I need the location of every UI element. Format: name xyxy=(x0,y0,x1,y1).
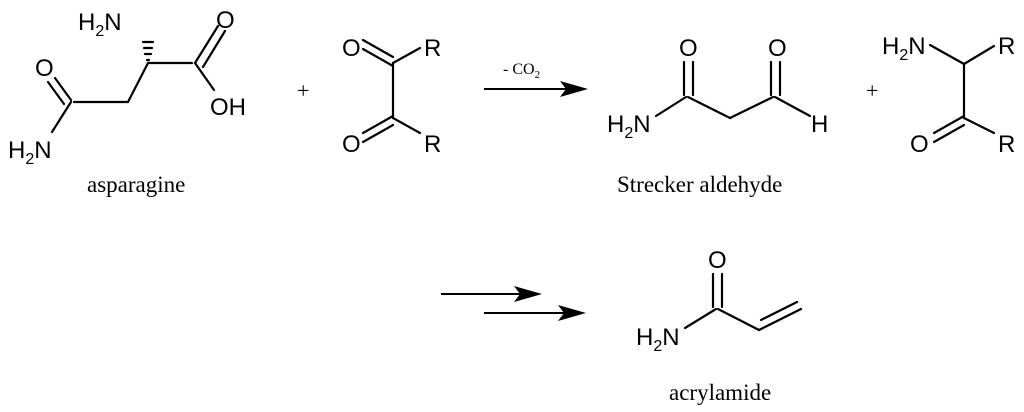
acrylamide-vinyl-bond-1 xyxy=(757,307,803,332)
aminoketone-co-1 xyxy=(932,114,966,135)
strecker-bond-c-h xyxy=(773,95,812,118)
dicarbonyl-oxygen-bottom: O xyxy=(342,131,361,158)
acrylamide-bond-c-ch xyxy=(716,307,761,332)
dicarbonyl-co-top-1 xyxy=(361,47,395,68)
asparagine-hydroxyl-label: OH xyxy=(210,94,246,121)
asparagine-carbonyl-bond-1 xyxy=(193,24,220,65)
multi-step-arrowhead-upper xyxy=(514,286,542,302)
strecker-bond-c-ch2 xyxy=(686,95,732,120)
asparagine-amide-amine-label: H2N xyxy=(8,137,52,168)
dicarbonyl-co-bottom-1 xyxy=(361,114,395,135)
asparagine-bond-c-n xyxy=(50,100,73,134)
dicarbonyl-r-bottom: R xyxy=(424,131,441,158)
plus-sign-1: + xyxy=(297,78,309,103)
aminoketone-amine-label: H2N xyxy=(882,33,926,64)
aminoketone-r-top: R xyxy=(998,33,1015,60)
dicarbonyl-c-r-bottom xyxy=(391,116,422,135)
aminoketone-bond-c-r-top xyxy=(962,44,996,66)
asparagine-hashed-wedge xyxy=(141,40,155,62)
reaction-arrow xyxy=(484,81,588,97)
asparagine-acid-oxygen: O xyxy=(216,7,235,34)
asparagine-carbonyl-bond-2 xyxy=(201,29,227,69)
aminoketone-bond-n-c xyxy=(928,43,966,66)
asparagine-alpha-amine-label: H2N xyxy=(78,9,122,40)
asparagine-name-label: asparagine xyxy=(87,172,185,197)
asparagine-structure: H2N O OH O H2N xyxy=(8,7,246,168)
acrylamide-bond-n-c xyxy=(683,307,718,330)
asparagine-bond-ca-cb xyxy=(126,61,150,104)
strecker-aldehyde-name-label: Strecker aldehyde xyxy=(617,172,782,197)
acrylamide-amine-label: H2N xyxy=(636,324,680,355)
acrylamide-oxygen: O xyxy=(708,247,727,274)
acrylamide-name-label: acrylamide xyxy=(669,380,771,405)
strecker-amine-label: H2N xyxy=(607,111,651,142)
strecker-bond-n-c xyxy=(654,95,688,118)
dicarbonyl-co-bottom-2 xyxy=(361,123,395,144)
plus-sign-2: + xyxy=(866,78,878,103)
reaction-condition-label: - CO2 xyxy=(503,61,540,81)
aminoketone-co-2 xyxy=(932,123,966,144)
dicarbonyl-oxygen-top: O xyxy=(342,35,361,62)
dicarbonyl-c-r-top xyxy=(391,46,422,65)
strecker-aldehyde-hydrogen: H xyxy=(811,111,828,138)
strecker-amide-oxygen: O xyxy=(679,35,698,62)
strecker-aldehyde-structure: O O H2N H xyxy=(607,35,828,142)
asparagine-amide-oxygen: O xyxy=(35,55,54,82)
asparagine-bond-c-oh xyxy=(193,61,216,92)
acrylamide-structure: O H2N xyxy=(636,247,803,355)
strecker-bond-ch2-cho xyxy=(728,95,775,120)
acrylamide-vinyl-bond-2 xyxy=(759,300,799,322)
multi-step-arrow xyxy=(441,286,586,321)
dicarbonyl-structure: O R O R xyxy=(342,35,441,158)
strecker-aldehyde-oxygen: O xyxy=(768,35,787,62)
multi-step-arrowhead-lower xyxy=(558,305,586,321)
asparagine-amide-carbonyl-bond-2 xyxy=(46,80,66,106)
dicarbonyl-r-top: R xyxy=(424,35,441,62)
aminoketone-bond-c-r-bottom xyxy=(962,116,996,135)
asparagine-amide-carbonyl-bond-1 xyxy=(53,76,73,102)
dicarbonyl-co-top-2 xyxy=(361,38,395,59)
aminoketone-structure: H2N R O R xyxy=(882,33,1015,158)
aminoketone-oxygen: O xyxy=(910,131,929,158)
aminoketone-r-bottom: R xyxy=(998,131,1015,158)
